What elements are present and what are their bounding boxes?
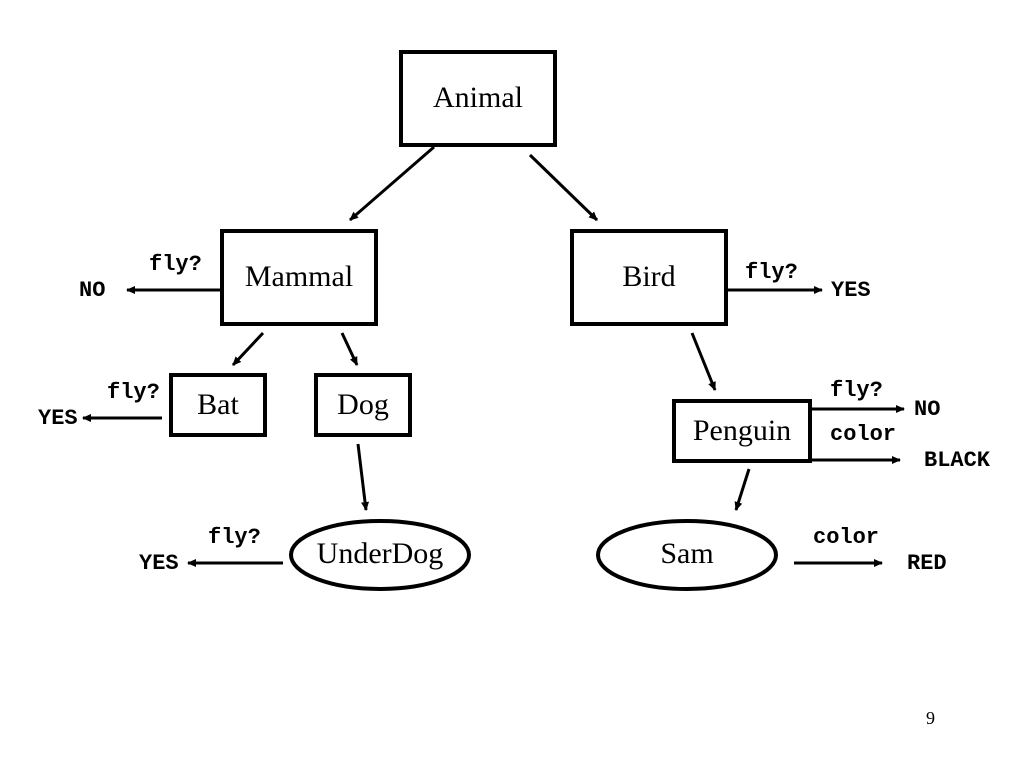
- node-animal: Animal: [399, 50, 557, 147]
- node-animal-label: Animal: [433, 81, 523, 114]
- sam-color-value: RED: [907, 551, 947, 576]
- page-number: 9: [926, 708, 935, 728]
- edge-bird-penguin: [690, 332, 717, 391]
- penguin-color-label: color: [830, 422, 896, 447]
- node-mammal: Mammal: [220, 229, 378, 326]
- edge-animal-mammal: [349, 145, 435, 222]
- bat-fly-value: YES: [38, 406, 78, 431]
- node-underdog: UnderDog: [289, 519, 471, 591]
- node-dog: Dog: [314, 373, 412, 437]
- edge-penguin-sam: [734, 468, 751, 511]
- node-penguin-label: Penguin: [693, 414, 791, 447]
- edge-animal-bird: [528, 153, 599, 222]
- node-dog-label: Dog: [337, 388, 389, 421]
- node-bat-label: Bat: [197, 388, 239, 421]
- sam-color-label: color: [813, 525, 879, 550]
- bat-fly-label: fly?: [107, 380, 160, 405]
- penguin-fly-label: fly?: [830, 378, 883, 403]
- underdog-fly-value: YES: [139, 551, 179, 576]
- edge-mammal-bat: [231, 331, 265, 367]
- edge-dog-underdog: [356, 443, 370, 511]
- bird-fly-label: fly?: [745, 260, 798, 285]
- underdog-fly-label: fly?: [208, 525, 261, 550]
- mammal-fly-label: fly?: [149, 252, 202, 277]
- penguin-color-value: BLACK: [924, 448, 991, 473]
- node-sam: Sam: [596, 519, 778, 591]
- node-bat: Bat: [169, 373, 267, 437]
- bird-fly-value: YES: [831, 278, 871, 303]
- node-bird: Bird: [570, 229, 728, 326]
- node-sam-label: Sam: [660, 537, 713, 570]
- node-penguin: Penguin: [672, 399, 812, 463]
- node-underdog-label: UnderDog: [317, 537, 444, 570]
- mammal-fly-value: NO: [79, 278, 105, 303]
- penguin-fly-value: NO: [914, 397, 940, 422]
- edge-mammal-dog: [340, 332, 359, 366]
- node-bird-label: Bird: [622, 260, 675, 293]
- node-mammal-label: Mammal: [245, 260, 353, 293]
